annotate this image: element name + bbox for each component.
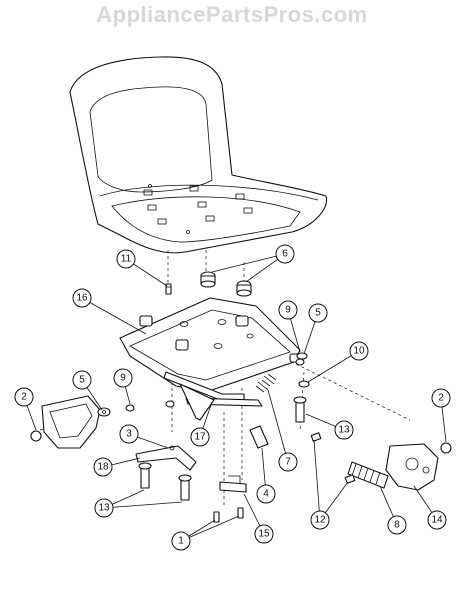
callout-label: 3 bbox=[126, 429, 132, 440]
callout-label: 16 bbox=[76, 293, 88, 304]
callout: 18 bbox=[93, 457, 113, 477]
small-bracket bbox=[219, 475, 247, 493]
screws bbox=[213, 432, 356, 523]
callout: 1 bbox=[171, 531, 191, 551]
clip bbox=[249, 425, 269, 449]
left-bracket bbox=[30, 395, 101, 449]
callout: 2 bbox=[431, 388, 451, 408]
callout-label: 2 bbox=[21, 392, 27, 403]
callout: 7 bbox=[278, 452, 298, 472]
callout: 3 bbox=[119, 424, 139, 444]
callout-label: 13 bbox=[338, 425, 350, 436]
callout: 13 bbox=[94, 498, 114, 518]
callout: 15 bbox=[254, 524, 274, 544]
callout-label: 15 bbox=[258, 529, 270, 540]
callout-label: 5 bbox=[315, 308, 321, 319]
callout-label: 6 bbox=[282, 249, 288, 260]
callout-label: 9 bbox=[285, 305, 291, 316]
seat bbox=[69, 56, 328, 254]
right-bracket bbox=[385, 442, 452, 491]
callout: 2 bbox=[14, 387, 34, 407]
callout: 9 bbox=[113, 368, 133, 388]
callout-label: 5 bbox=[79, 375, 85, 386]
rubber-bumpers bbox=[200, 271, 252, 297]
callout-label: 4 bbox=[263, 489, 269, 500]
spring bbox=[347, 461, 389, 489]
callout: 11 bbox=[116, 249, 136, 269]
callout: 4 bbox=[256, 484, 276, 504]
callout: 10 bbox=[349, 341, 369, 361]
callout-label: 8 bbox=[394, 520, 400, 531]
small-spring bbox=[255, 373, 277, 393]
callout: 13 bbox=[334, 420, 354, 440]
callout: 12 bbox=[310, 510, 330, 530]
callout-label: 10 bbox=[353, 346, 365, 357]
callout-label: 7 bbox=[285, 457, 291, 468]
watermark: AppliancePartsPros.com bbox=[96, 2, 368, 27]
callout-label: 2 bbox=[438, 393, 444, 404]
callout-label: 9 bbox=[120, 373, 126, 384]
callout: 5 bbox=[72, 370, 92, 390]
callout: 16 bbox=[72, 288, 92, 308]
callout-label: 18 bbox=[97, 462, 109, 473]
bolts bbox=[138, 396, 307, 501]
callout-label: 12 bbox=[314, 515, 326, 526]
screw bbox=[165, 283, 172, 295]
callout-label: 11 bbox=[121, 254, 132, 265]
callout: 9 bbox=[278, 300, 298, 320]
callout-label: 1 bbox=[178, 536, 184, 547]
callout-label: 17 bbox=[194, 432, 206, 443]
callout: 5 bbox=[308, 303, 328, 323]
callout-label: 14 bbox=[431, 515, 443, 526]
callout: 14 bbox=[427, 510, 447, 530]
callout: 17 bbox=[190, 427, 210, 447]
seat-pan-plate bbox=[119, 297, 301, 407]
callout: 6 bbox=[275, 244, 295, 264]
callout: 8 bbox=[387, 515, 407, 535]
adjust-lever bbox=[135, 383, 215, 471]
callout-label: 13 bbox=[98, 503, 110, 514]
washers bbox=[97, 352, 310, 417]
